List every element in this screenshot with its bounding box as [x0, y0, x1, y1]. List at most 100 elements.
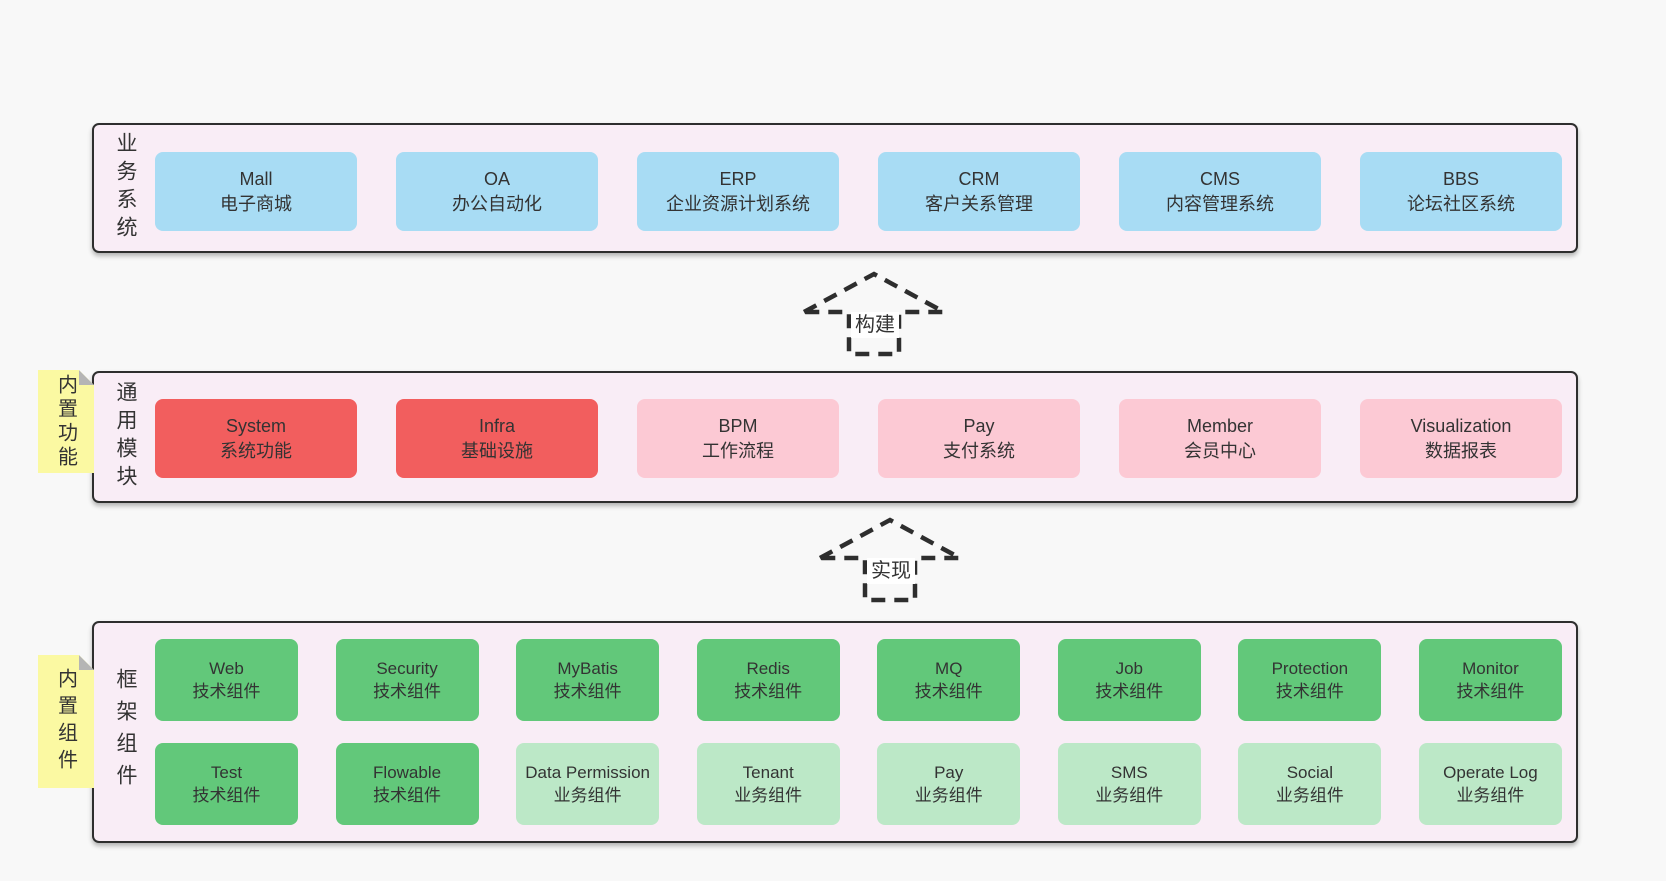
box-system: System 系统功能	[155, 399, 357, 478]
box-mq: MQ 技术组件	[877, 639, 1021, 721]
box-subtitle: 技术组件	[553, 682, 622, 701]
box-title: Pay	[963, 415, 995, 436]
build-arrow-label: 构建	[851, 312, 899, 338]
box-title: Data Permission	[525, 763, 650, 782]
box-title: Infra	[478, 415, 516, 436]
box-subtitle: 技术组件	[373, 682, 442, 701]
box-subtitle: 业务组件	[734, 786, 803, 805]
box-mall: Mall 电子商城	[155, 152, 357, 231]
box-subtitle: 论坛社区系统	[1407, 193, 1515, 214]
box-job: Job 技术组件	[1057, 639, 1201, 721]
box-subtitle: 支付系统	[943, 440, 1015, 461]
box-protection: Protection 技术组件	[1238, 639, 1382, 721]
builtin-components-tag-label: 内置组件	[54, 667, 77, 776]
box-test: Test 技术组件	[155, 743, 298, 825]
modules-boxes-row: System 系统功能 Infra 基础设施 BPM 工作流程 Pay 支付系统…	[155, 399, 1562, 478]
box-subtitle: 技术组件	[734, 682, 803, 701]
layer-framework-components: 框架组件 Web 技术组件 Security 技术组件 MyBatis 技术组件…	[92, 621, 1578, 843]
box-visualization: Visualization 数据报表	[1360, 399, 1562, 478]
box-cms: CMS 内容管理系统	[1119, 152, 1321, 231]
box-title: Mall	[239, 168, 273, 189]
box-data-permission: Data Permission 业务组件	[516, 743, 660, 825]
box-title: Member	[1186, 415, 1253, 436]
implement-arrow-icon	[818, 517, 962, 603]
box-subtitle: 电子商城	[220, 193, 292, 214]
box-subtitle: 技术组件	[1275, 682, 1344, 701]
box-title: Pay	[934, 763, 964, 782]
box-oa: OA 办公自动化	[396, 152, 598, 231]
box-subtitle: 业务组件	[1095, 786, 1164, 805]
box-web: Web 技术组件	[155, 639, 298, 721]
box-bbs: BBS 论坛社区系统	[1360, 152, 1562, 231]
box-mybatis: MyBatis 技术组件	[516, 639, 660, 721]
box-title: Test	[210, 763, 243, 782]
box-subtitle: 基础设施	[461, 440, 533, 461]
box-title: ERP	[719, 168, 757, 189]
box-sms: SMS 业务组件	[1057, 743, 1201, 825]
box-social: Social 业务组件	[1238, 743, 1382, 825]
box-member: Member 会员中心	[1119, 399, 1321, 478]
box-title: Protection	[1271, 659, 1349, 678]
layer-modules-label: 通用模块	[114, 381, 137, 493]
box-subtitle: 技术组件	[192, 682, 261, 701]
box-title: Job	[1115, 659, 1144, 678]
components-row-1: Web 技术组件 Security 技术组件 MyBatis 技术组件 Redi…	[155, 639, 1562, 721]
box-title: Security	[376, 659, 438, 678]
box-subtitle: 业务组件	[914, 786, 983, 805]
box-title: MQ	[935, 659, 963, 678]
box-subtitle: 系统功能	[220, 440, 292, 461]
box-subtitle: 客户关系管理	[925, 193, 1033, 214]
box-redis: Redis 技术组件	[696, 639, 840, 721]
box-subtitle: 业务组件	[1456, 786, 1525, 805]
box-pay-component: Pay 业务组件	[877, 743, 1021, 825]
box-subtitle: 业务组件	[553, 786, 622, 805]
box-tenant: Tenant 业务组件	[696, 743, 840, 825]
box-subtitle: 会员中心	[1184, 440, 1256, 461]
layer-common-modules: 通用模块 System 系统功能 Infra 基础设施 BPM 工作流程 Pay…	[92, 371, 1578, 503]
box-subtitle: 技术组件	[914, 682, 983, 701]
box-title: CMS	[1200, 168, 1240, 189]
box-subtitle: 业务组件	[1275, 786, 1344, 805]
build-arrow-icon	[802, 271, 946, 357]
box-title: Monitor	[1462, 659, 1519, 678]
box-pay: Pay 支付系统	[878, 399, 1080, 478]
builtin-components-tag: 内置组件	[38, 655, 94, 788]
box-title: Operate Log	[1443, 763, 1538, 782]
box-title: Social	[1286, 763, 1334, 782]
box-title: OA	[483, 168, 510, 189]
box-erp: ERP 企业资源计划系统	[637, 152, 839, 231]
components-rows: Web 技术组件 Security 技术组件 MyBatis 技术组件 Redi…	[155, 639, 1562, 825]
box-crm: CRM 客户关系管理	[878, 152, 1080, 231]
layer-business-systems: 业务系统 Mall 电子商城 OA 办公自动化 ERP 企业资源计划系统 CRM…	[92, 123, 1578, 253]
layer-components-label: 框架组件	[114, 668, 137, 796]
box-subtitle: 数据报表	[1425, 440, 1497, 461]
box-bpm: BPM 工作流程	[637, 399, 839, 478]
box-title: SMS	[1110, 763, 1148, 782]
business-boxes-row: Mall 电子商城 OA 办公自动化 ERP 企业资源计划系统 CRM 客户关系…	[155, 152, 1562, 231]
box-flowable: Flowable 技术组件	[335, 743, 479, 825]
box-subtitle: 技术组件	[192, 786, 261, 805]
box-title: MyBatis	[557, 659, 618, 678]
box-title: Flowable	[373, 763, 442, 782]
box-title: BPM	[718, 415, 758, 436]
box-subtitle: 企业资源计划系统	[666, 193, 810, 214]
box-subtitle: 工作流程	[702, 440, 774, 461]
box-security: Security 技术组件	[335, 639, 479, 721]
box-subtitle: 技术组件	[1095, 682, 1164, 701]
box-title: Redis	[746, 659, 790, 678]
implement-arrow-label: 实现	[867, 558, 915, 584]
box-title: System	[225, 415, 286, 436]
box-title: Tenant	[742, 763, 794, 782]
box-subtitle: 技术组件	[1456, 682, 1525, 701]
components-row-2: Test 技术组件 Flowable 技术组件 Data Permission …	[155, 743, 1562, 825]
box-monitor: Monitor 技术组件	[1418, 639, 1562, 721]
builtin-features-tag: 内置功能	[38, 370, 94, 473]
box-title: BBS	[1442, 168, 1480, 189]
box-title: Web	[209, 659, 244, 678]
box-title: CRM	[958, 168, 1000, 189]
box-subtitle: 内容管理系统	[1166, 193, 1274, 214]
box-operate-log: Operate Log 业务组件	[1418, 743, 1562, 825]
builtin-features-tag-label: 内置功能	[54, 373, 77, 470]
box-infra: Infra 基础设施	[396, 399, 598, 478]
